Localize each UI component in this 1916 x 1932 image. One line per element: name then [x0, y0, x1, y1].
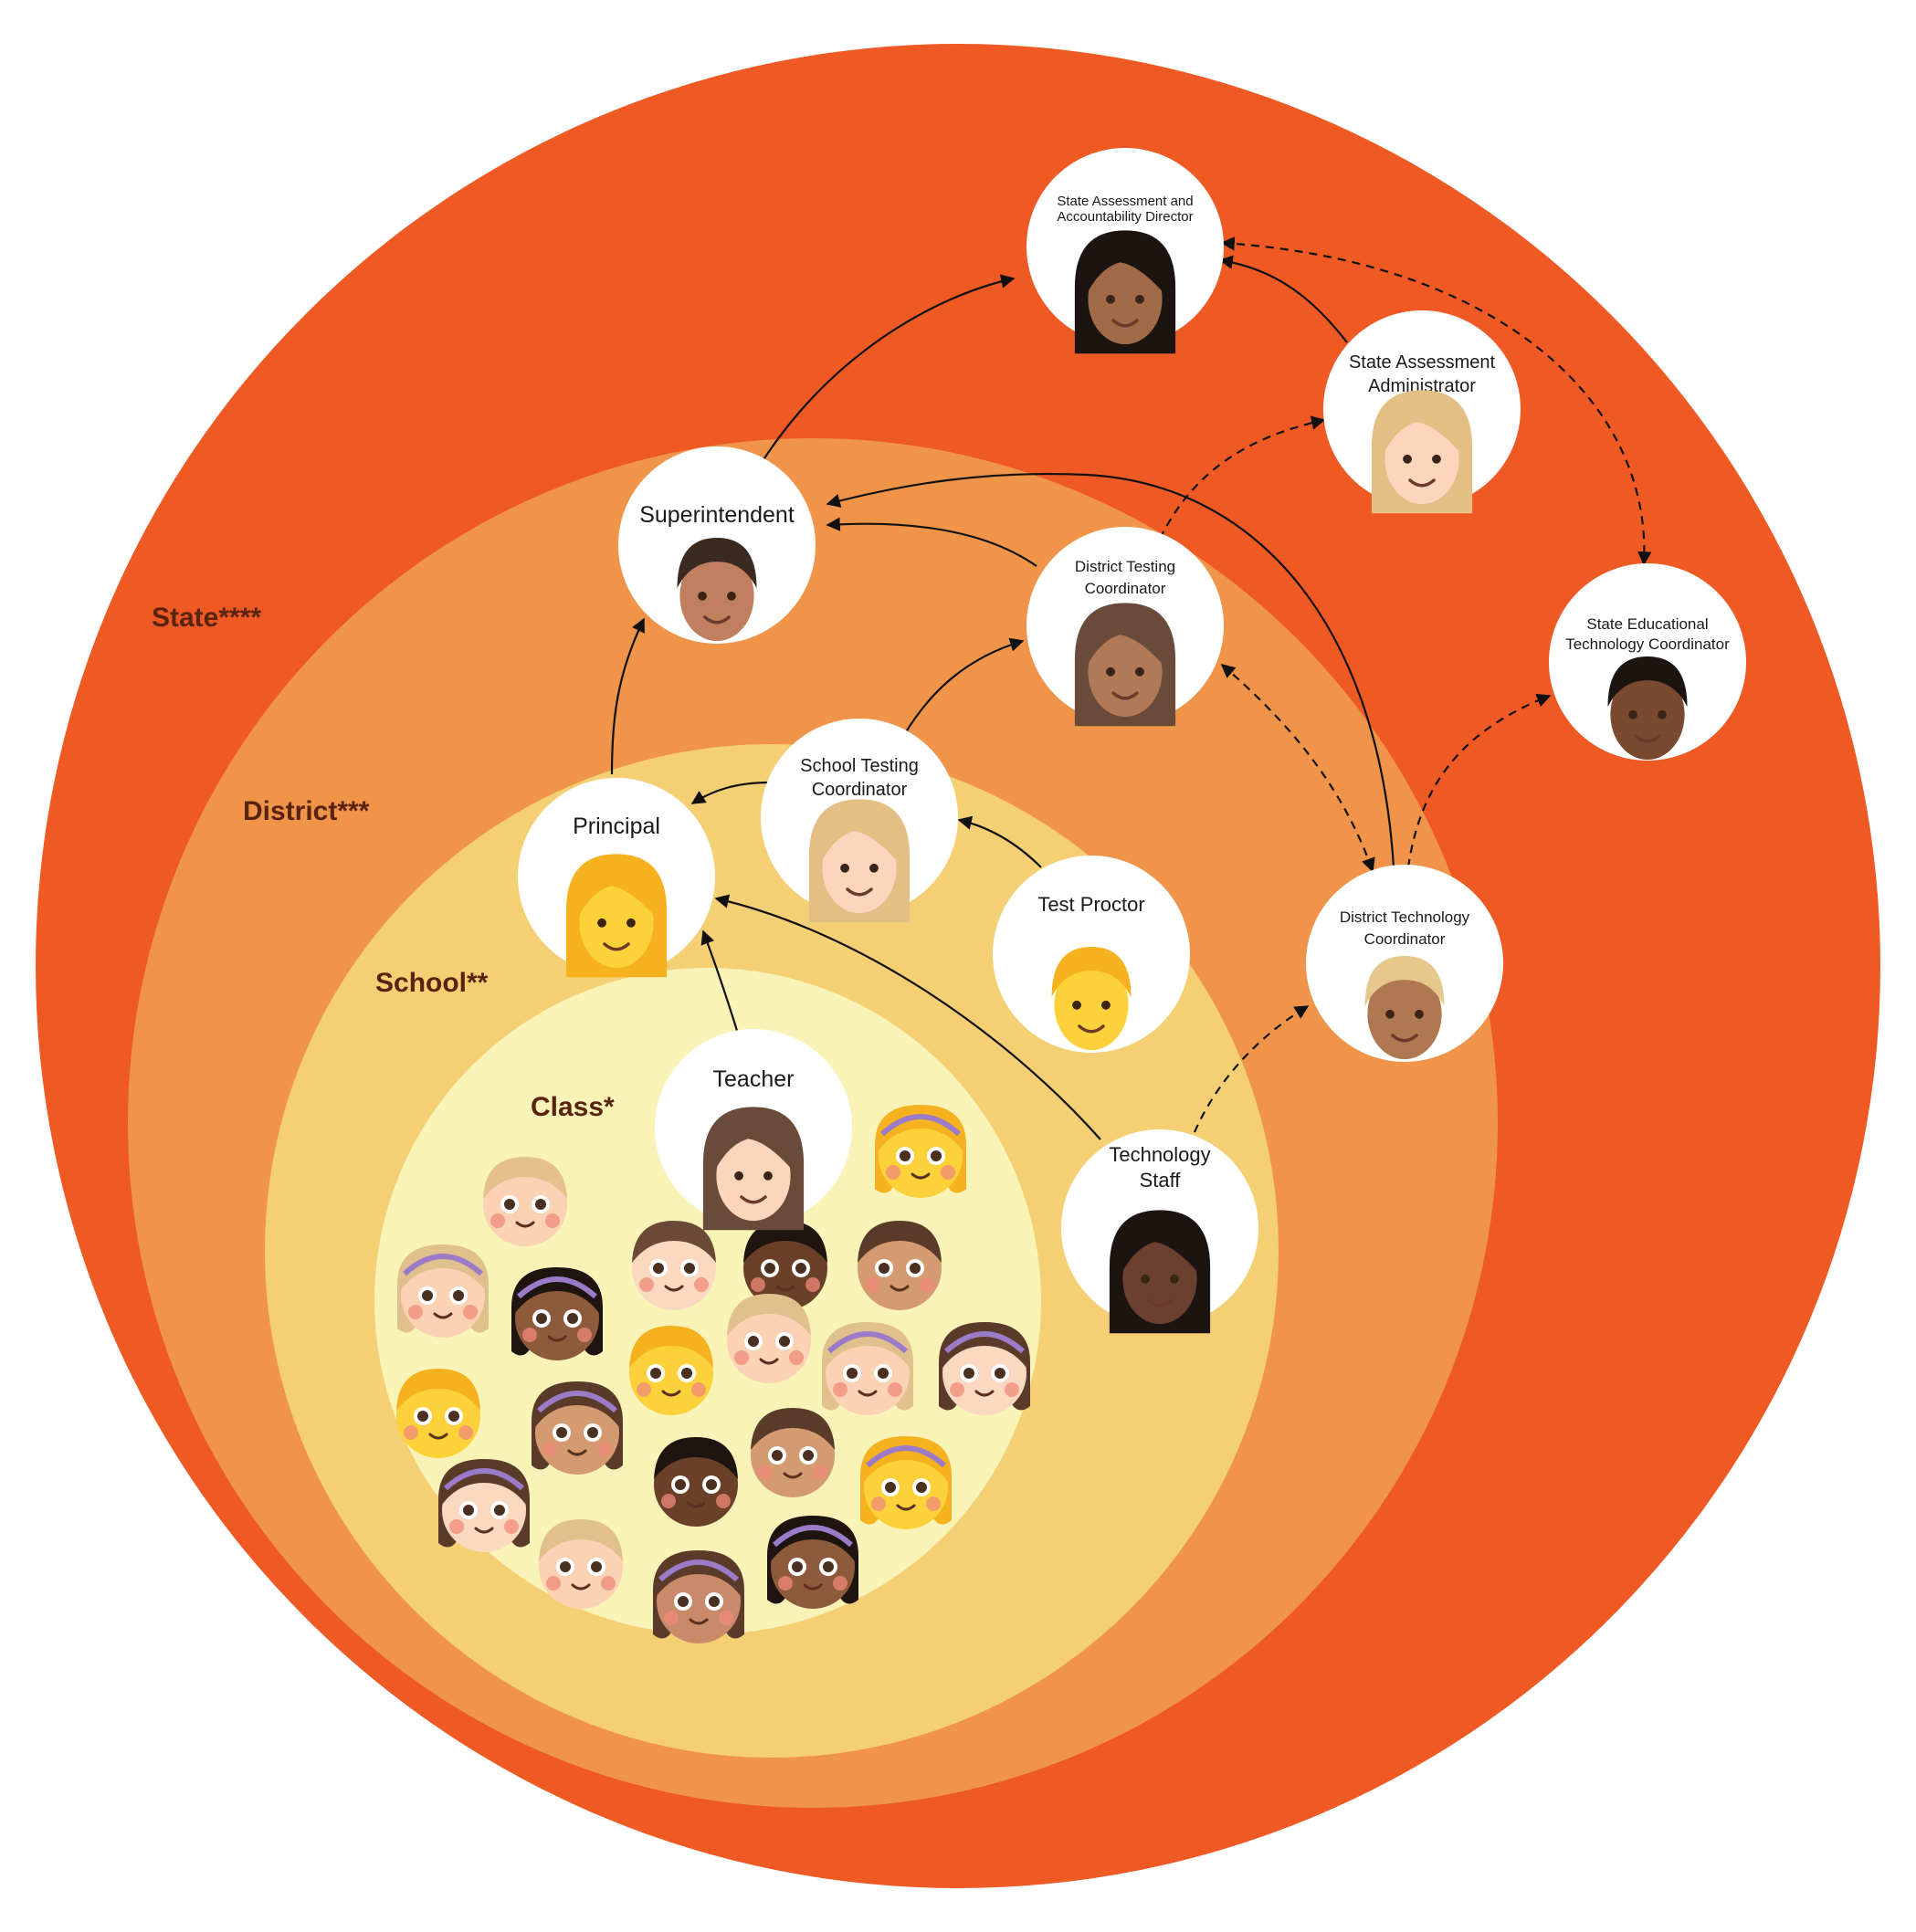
state-level-label: State**** [152, 603, 261, 633]
student-face-icon [767, 1516, 858, 1609]
role-label: Coordinator [1085, 580, 1166, 597]
role-label: Administrator [1368, 376, 1476, 396]
woman-blonde-face-icon [808, 799, 911, 923]
student-face-icon [438, 1459, 530, 1552]
superintendent-to-state-director-arrow [762, 274, 1016, 462]
students-group [396, 1105, 1030, 1643]
student-face-icon [632, 1221, 716, 1310]
state-director-state-edtech-dashed-arrow [1220, 236, 1652, 566]
student-face-icon [727, 1294, 811, 1383]
role-label: Teacher [713, 1066, 795, 1092]
woman-yellow-face-icon [565, 854, 668, 978]
role-label: Coordinator [1364, 930, 1446, 948]
school-level-label: School** [375, 968, 489, 998]
student-face-icon [654, 1437, 738, 1527]
district-technology-district-testing-dashed-arrow [1220, 663, 1375, 873]
student-face-icon [875, 1105, 966, 1198]
role-node-teacher: Teacher [655, 1029, 852, 1231]
role-node-principal: Principal [518, 778, 715, 978]
role-node-test-proctor: Test Proctor [993, 856, 1190, 1053]
district-technology-to-state-edtech-dashed-arrow [1406, 693, 1552, 868]
student-face-icon [532, 1381, 623, 1475]
student-face-icon [860, 1436, 952, 1529]
student-face-icon [822, 1322, 913, 1415]
technology-staff-to-principal-arrow [714, 894, 1101, 1140]
role-label: State Educational [1586, 615, 1708, 633]
student-face-icon [511, 1267, 603, 1360]
woman-dark-face-icon [1109, 1210, 1211, 1334]
student-face-icon [858, 1221, 942, 1310]
man-yellow-face-icon [1051, 947, 1132, 1051]
role-label: State Assessment [1349, 352, 1496, 373]
role-label: District Technology [1340, 908, 1470, 926]
role-label: District Testing [1075, 558, 1175, 575]
man-blond-face-icon [1364, 956, 1445, 1060]
role-node-superintendent: Superintendent [618, 446, 816, 644]
role-label: Superintendent [639, 502, 795, 528]
role-label: Test Proctor [1037, 893, 1144, 916]
student-face-icon [483, 1157, 567, 1246]
district-testing-to-superintendent-arrow [826, 517, 1037, 567]
woman-brown-hair-face-icon [702, 1107, 805, 1231]
woman-dark-hair-face-icon [1074, 230, 1176, 354]
district-testing-to-state-administrator-dashed-arrow [1159, 415, 1326, 540]
role-label: Principal [573, 814, 660, 839]
student-face-icon [397, 1244, 489, 1338]
student-face-icon [629, 1326, 713, 1415]
student-face-icon [396, 1369, 480, 1458]
man-face-icon [677, 538, 757, 642]
school-testing-to-principal-arrow [690, 781, 771, 804]
student-face-icon [751, 1408, 835, 1497]
role-label: School Testing [800, 756, 919, 776]
man-dark-face-icon [1607, 656, 1688, 761]
woman-blonde-face-icon [1371, 390, 1473, 514]
woman-brown-hair-face-icon [1074, 603, 1176, 727]
school-testing-to-district-testing-arrow [903, 637, 1025, 736]
role-label: Accountability Director [1057, 209, 1193, 225]
role-label: Coordinator [812, 780, 908, 800]
role-label: Technology [1109, 1143, 1210, 1166]
teacher-to-principal-arrow [700, 929, 740, 1034]
role-label: Technology Coordinator [1565, 635, 1730, 653]
district-level-label: District*** [243, 796, 370, 826]
technology-staff-to-district-technology-dashed-arrow [1193, 1005, 1310, 1133]
test-proctor-to-school-testing-arrow [957, 815, 1042, 868]
student-face-icon [939, 1322, 1030, 1415]
class-level-label: Class* [531, 1092, 615, 1122]
role-label: State Assessment and [1057, 194, 1193, 209]
student-face-icon [539, 1519, 623, 1609]
student-face-icon [653, 1550, 744, 1643]
student-face-icon [743, 1221, 827, 1310]
connectors [610, 236, 1652, 1140]
role-label: Staff [1140, 1169, 1182, 1192]
principal-to-superintendent-arrow [610, 617, 645, 775]
